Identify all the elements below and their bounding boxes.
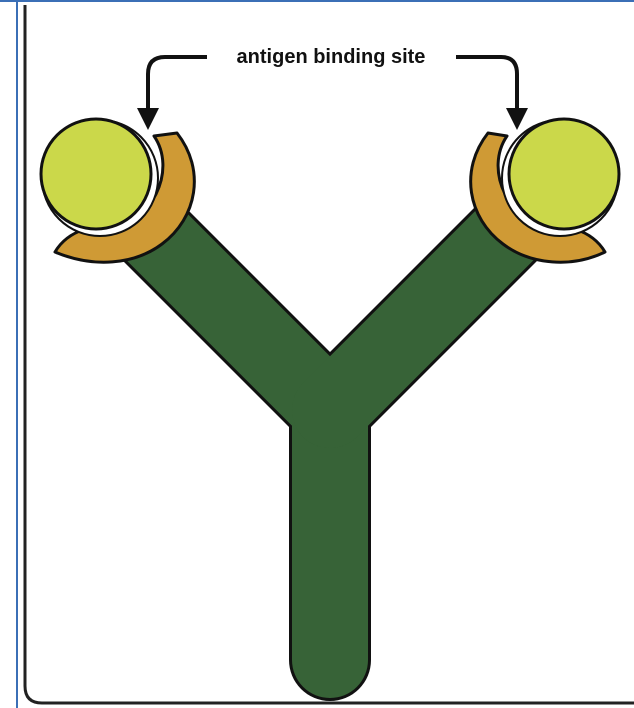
antibody-right-arm-fill (330, 220, 520, 410)
antibody-body (140, 220, 520, 660)
antigen-right (502, 119, 619, 236)
right-connector-line (456, 57, 517, 112)
arrow-down-icon (137, 108, 159, 130)
arrow-down-icon (506, 108, 528, 130)
antigen-binding-site-label: antigen binding site (237, 46, 426, 68)
antigen-circle-icon (509, 119, 619, 229)
left-connector-line (148, 57, 207, 112)
antigen-circle-icon (41, 119, 151, 229)
antigen-left (41, 119, 158, 236)
antibody-left-arm-fill (140, 220, 330, 410)
